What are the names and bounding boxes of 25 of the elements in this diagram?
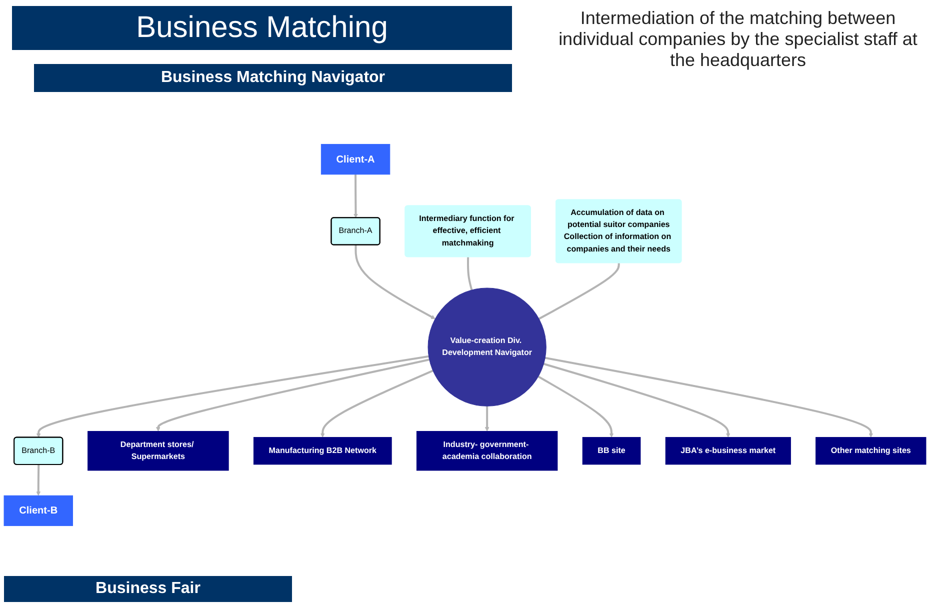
node-box: Industry- government- academia collaboration xyxy=(416,431,558,471)
arrow xyxy=(538,376,614,438)
node-box: Client-A xyxy=(320,144,390,175)
arrow xyxy=(156,358,430,432)
connector xyxy=(466,257,473,290)
arrow xyxy=(354,174,358,218)
arrow xyxy=(36,355,429,438)
arrow xyxy=(36,464,41,496)
arrow xyxy=(544,356,874,438)
description-text: Intermediation of the matching between individual companies by the specialist staff at the headquarters xyxy=(558,8,918,71)
arrow xyxy=(484,406,490,432)
node-box: Manufacturing B2B Network xyxy=(253,437,392,465)
title-banner: Business Matching xyxy=(12,6,512,50)
arrow xyxy=(543,362,730,438)
arrow xyxy=(320,370,434,438)
subtitle-banner: Business Matching Navigator xyxy=(34,64,512,92)
connector xyxy=(538,263,620,320)
node-box: JBA’s e-business market xyxy=(665,437,791,465)
node-box: Other matching sites xyxy=(816,437,926,465)
node-box: Client-B xyxy=(4,495,73,526)
node-box: Department stores/ Supermarkets xyxy=(88,431,229,471)
section-banner: Business Fair xyxy=(4,576,292,602)
arrow xyxy=(354,245,436,320)
node-box: BB site xyxy=(582,437,641,465)
node-circle: Value-creation Div. Development Navigator xyxy=(428,288,546,406)
